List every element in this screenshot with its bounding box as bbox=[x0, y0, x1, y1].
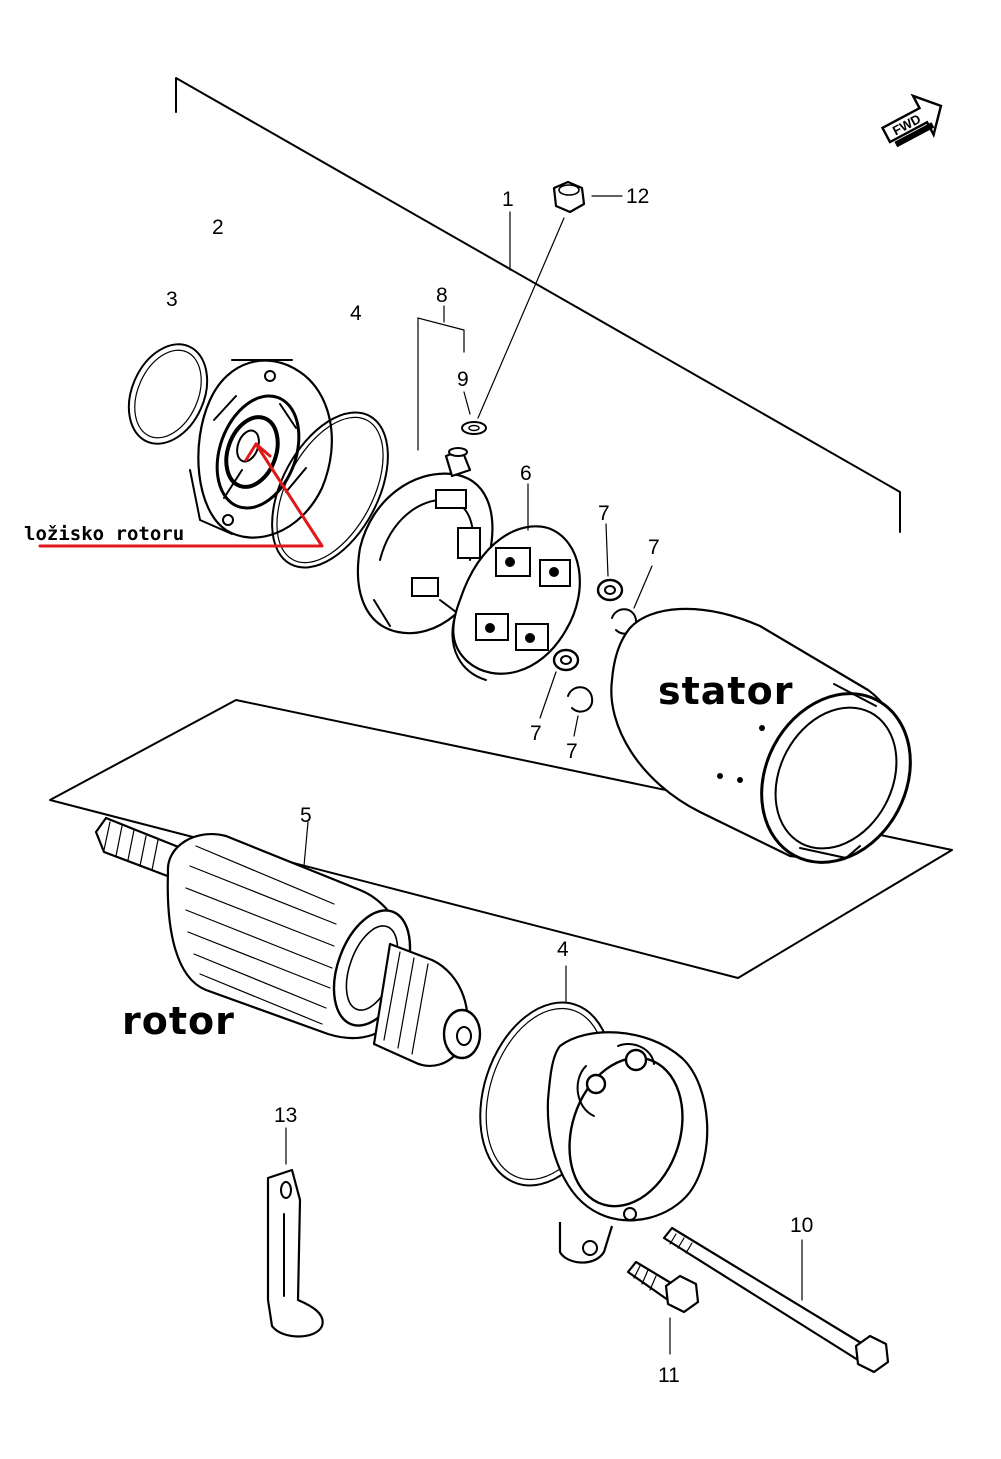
part-stator-housing bbox=[610, 607, 912, 864]
callout-8: 8 bbox=[436, 284, 448, 307]
callout-5: 5 bbox=[300, 804, 312, 827]
part-brush-spring-7b bbox=[611, 565, 653, 635]
part-nut-12 bbox=[477, 180, 623, 419]
callout-7b: 7 bbox=[648, 536, 660, 559]
bearing-annotation: ložisko rotoru bbox=[24, 442, 324, 548]
forward-arrow-icon: FWD bbox=[880, 93, 943, 148]
part-brush-spring-7a bbox=[596, 523, 624, 602]
callout-9: 9 bbox=[457, 368, 469, 391]
callout-11: 11 bbox=[658, 1364, 680, 1387]
part-brush-spring-7d bbox=[567, 686, 594, 737]
part-bolt-11 bbox=[626, 1260, 700, 1355]
callout-numbers: 1 2 3 4 8 9 12 6 7 7 7 7 5 4 13 10 11 bbox=[166, 185, 813, 1387]
bearing-note-label: ložisko rotoru bbox=[24, 523, 184, 545]
callout-2: 2 bbox=[212, 216, 224, 239]
callout-10: 10 bbox=[790, 1214, 813, 1237]
callout-7d: 7 bbox=[566, 740, 578, 763]
assembly-bracket bbox=[175, 77, 901, 533]
bearing-pointer-line bbox=[38, 442, 324, 548]
part-o-ring-3 bbox=[127, 343, 209, 445]
part-brush-holder-8 bbox=[356, 447, 494, 635]
part-brush-spring-7c bbox=[539, 648, 580, 719]
stator-label: stator bbox=[658, 669, 793, 713]
callout-7c: 7 bbox=[530, 722, 542, 745]
callout-6: 6 bbox=[520, 462, 532, 485]
part-bolt-10 bbox=[662, 1226, 890, 1374]
callout-13: 13 bbox=[274, 1104, 297, 1127]
bearing-arrowhead bbox=[244, 442, 272, 462]
callout-12: 12 bbox=[626, 185, 649, 208]
callout-4-lower: 4 bbox=[557, 938, 569, 961]
part-washer-9 bbox=[461, 421, 487, 435]
part-rear-cover bbox=[546, 1031, 709, 1264]
callout-3: 3 bbox=[166, 288, 178, 311]
callout-bracket-8 bbox=[417, 305, 471, 451]
part-bracket-13 bbox=[266, 1127, 324, 1338]
lower-assembly-frame bbox=[49, 699, 953, 979]
callout-4-upper: 4 bbox=[350, 302, 362, 325]
callout-1: 1 bbox=[502, 188, 514, 211]
part-o-ring-4-upper bbox=[271, 411, 389, 569]
part-rotor-5 bbox=[94, 816, 482, 1067]
callout-7a: 7 bbox=[598, 502, 610, 525]
part-brush-plate-6 bbox=[451, 483, 581, 681]
rotor-label: rotor bbox=[122, 999, 235, 1043]
